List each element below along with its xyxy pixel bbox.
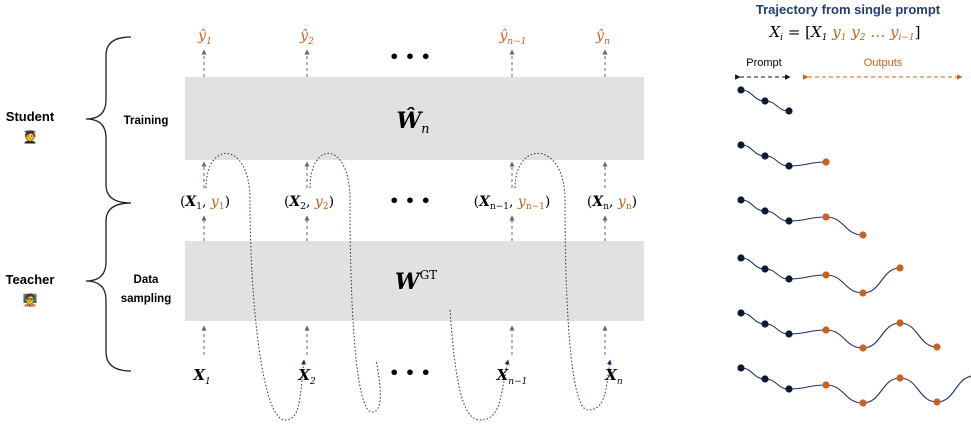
prompt-point	[737, 141, 745, 149]
teacher-brace	[85, 202, 132, 372]
output-point	[859, 344, 867, 352]
output-labels: ŷ1 ŷ2 ŷn−1 ŷn	[197, 27, 610, 47]
input-label: Xn	[604, 366, 623, 387]
pair-label: (X1, y1)	[180, 194, 230, 212]
output-point	[822, 271, 830, 279]
pair-label: (X2, y2)	[284, 194, 334, 212]
data-sampling-label-line2: sampling	[121, 293, 171, 305]
prompt-point	[761, 152, 769, 160]
output-point	[859, 289, 867, 297]
teacher-emoji-icon: 🧑‍🏫	[23, 292, 38, 307]
pair-label: (Xn, yn)	[587, 194, 637, 212]
trajectory-curve	[740, 367, 971, 404]
feedback-curves	[205, 152, 612, 421]
prompt-label: Prompt	[746, 57, 781, 69]
prompt-point	[785, 217, 793, 225]
prompt-point	[785, 162, 793, 170]
inputs-ellipsis: • • •	[389, 363, 431, 382]
output-point	[896, 319, 904, 327]
feedback-curve	[309, 152, 381, 413]
outputs-label: Outputs	[864, 57, 903, 69]
output-point	[933, 343, 941, 351]
prompt-point	[761, 320, 769, 328]
input-label: X1	[192, 366, 210, 387]
trajectory-title: Trajectory from single prompt	[756, 2, 941, 17]
pair-label: (Xn−1, yn−1)	[474, 194, 551, 212]
student-brace	[85, 36, 132, 204]
data-sampling-label-line1: Data	[134, 274, 160, 286]
trajectory-curve	[740, 199, 864, 236]
output-point	[859, 231, 867, 239]
output-point	[896, 374, 904, 382]
output-label: ŷ2	[299, 27, 314, 47]
trajectory-curve	[740, 312, 938, 349]
feedback-curve	[449, 309, 510, 421]
prompt-point	[761, 375, 769, 383]
prompt-point	[785, 107, 793, 115]
flow-arrows	[201, 49, 608, 355]
trajectory-formula: Xi = [X1 y1 y2 … yi−1]	[768, 23, 920, 43]
feedback-curve	[514, 152, 612, 411]
prompt-point	[785, 275, 793, 283]
teacher-model-symbol: WGT	[395, 268, 437, 295]
output-point	[822, 158, 830, 166]
trajectory-curve	[740, 257, 901, 294]
trajectory-rows	[737, 86, 971, 407]
output-point	[822, 381, 830, 389]
prompt-point	[737, 309, 745, 317]
student-label: Student	[6, 109, 55, 124]
student-emoji-icon: 🧑‍🎓	[23, 130, 38, 144]
output-point	[896, 264, 904, 272]
prompt-point	[761, 207, 769, 215]
prompt-point	[785, 385, 793, 393]
training-label: Training	[124, 115, 169, 127]
prompt-point	[737, 86, 745, 94]
teacher-model-box	[185, 241, 644, 321]
output-point	[933, 398, 941, 406]
output-label: ŷn−1	[499, 27, 527, 47]
teacher-label: Teacher	[6, 272, 55, 287]
output-point	[822, 213, 830, 221]
output-label: ŷn	[595, 27, 610, 47]
student-model-symbol: Ŵn	[396, 107, 429, 137]
output-label: ŷ1	[197, 27, 212, 47]
input-label: X2	[297, 366, 316, 387]
prompt-point	[737, 364, 745, 372]
pair-labels: (X1, y1) (X2, y2) (Xn−1, yn−1) (Xn, yn)	[180, 194, 637, 212]
output-point	[822, 326, 830, 334]
prompt-point	[737, 196, 745, 204]
prompt-point	[785, 330, 793, 338]
outputs-ellipsis: • • •	[389, 47, 431, 66]
prompt-point	[761, 97, 769, 105]
trajectory-curve	[740, 144, 827, 167]
feedback-curve	[205, 152, 307, 421]
output-point	[859, 399, 867, 407]
prompt-point	[761, 265, 769, 273]
student-model-box	[185, 77, 644, 160]
pairs-ellipsis: • • •	[389, 191, 431, 210]
input-labels: X1 X2 Xn−1 Xn	[192, 366, 623, 387]
input-label: Xn−1	[496, 366, 528, 387]
prompt-point	[737, 254, 745, 262]
